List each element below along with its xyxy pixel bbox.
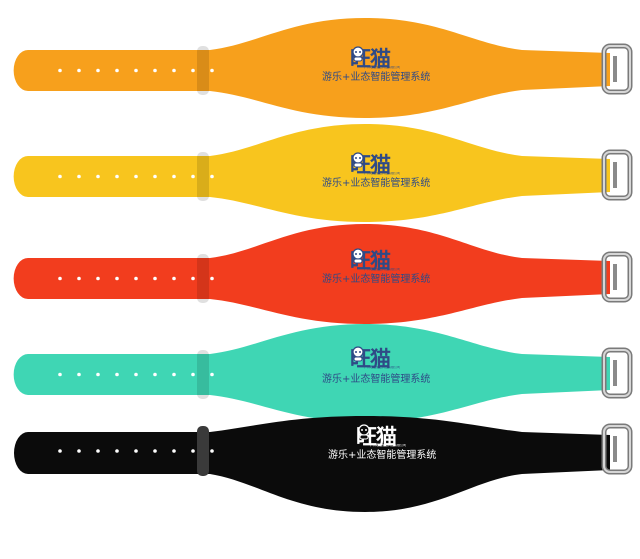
brand-slogan: 游乐+业态智能管理系统 [322,72,431,83]
strap-hole [115,372,119,377]
strap-hole [191,449,195,453]
strap-keeper [197,426,209,476]
strap-hole [58,449,62,453]
strap-hole [172,372,176,377]
brand-logo: 旺猫 [350,248,430,274]
wristband-yellow: 旺猫 广州旺猫信息科技有限公司 游乐+业态智能管理系统 [0,112,640,222]
strap-hole [191,174,195,179]
strap-shape [13,324,611,422]
strap-hole [77,449,81,453]
strap-hole [134,68,138,73]
strap-hole [210,449,214,453]
strap-hole [172,68,176,73]
strap-hole [153,68,157,73]
wristband-black-strap [14,416,633,512]
strap-hole [115,68,119,73]
strap-hole [96,372,100,377]
cat-mascot-icon [352,248,364,264]
strap-hole [58,276,62,281]
strap-hole [96,174,100,179]
brand-subtitle: 广州旺猫信息科技有限公司 [364,172,401,175]
cat-mascot-icon [358,424,370,440]
cat-mascot-icon [352,46,364,62]
strap-hole [115,174,119,179]
strap-hole [210,68,214,73]
brand-logo: 旺猫 [350,346,430,372]
brand-subtitle: 广州旺猫信息科技有限公司 [364,268,401,271]
wristband-yellow-strap [13,124,633,222]
brand-logo: 旺猫 [356,424,436,450]
cat-mascot-icon [352,152,364,168]
strap-hole [115,449,119,453]
strap-hole [58,68,62,73]
brand-slogan: 游乐+业态智能管理系统 [322,374,431,385]
brand-logo: 旺猫 [350,46,430,72]
wristband-teal: 旺猫 广州旺猫信息科技有限公司 游乐+业态智能管理系统 [0,318,640,428]
strap-hole [134,276,138,281]
strap-hole [172,449,176,453]
brand-slogan: 游乐+业态智能管理系统 [328,450,437,461]
strap-hole [210,174,214,179]
brand-slogan: 游乐+业态智能管理系统 [322,274,431,285]
brand-logo: 旺猫 [350,152,430,178]
strap-shape [14,416,610,512]
strap-keeper [197,350,209,399]
brand-slogan: 游乐+业态智能管理系统 [322,178,431,189]
wristband-teal-strap [13,324,633,422]
strap-hole [172,276,176,281]
strap-hole [191,276,195,281]
strap-hole [153,174,157,179]
strap-keeper [197,152,209,201]
strap-hole [210,372,214,377]
strap-hole [191,68,195,73]
strap-hole [96,276,100,281]
strap-hole [58,372,62,377]
strap-shape [13,224,610,324]
strap-hole [172,174,176,179]
strap-hole [58,174,62,179]
strap-hole [210,276,214,281]
strap-hole [191,372,195,377]
brand-subtitle: 广州旺猫信息科技有限公司 [370,444,407,447]
strap-hole [77,372,81,377]
strap-hole [134,449,138,453]
brand-subtitle: 广州旺猫信息科技有限公司 [364,366,401,369]
wristband-red-strap [13,224,633,324]
wristband-orange-strap [13,18,633,118]
strap-shape [13,18,610,118]
wristband-orange: 旺猫 广州旺猫信息科技有限公司 游乐+业态智能管理系统 [0,8,640,118]
wristband-red: 旺猫 广州旺猫信息科技有限公司 游乐+业态智能管理系统 [0,216,640,326]
strap-hole [77,174,81,179]
strap-shape [13,124,610,222]
strap-hole [153,372,157,377]
cat-mascot-icon [352,346,364,362]
wristband-black: 旺猫 广州旺猫信息科技有限公司 游乐+业态智能管理系统 [0,410,640,520]
strap-hole [77,68,81,73]
strap-hole [153,276,157,281]
brand-subtitle: 广州旺猫信息科技有限公司 [364,66,401,69]
strap-hole [115,276,119,281]
strap-hole [153,449,157,453]
strap-keeper [197,46,209,95]
strap-hole [134,372,138,377]
strap-hole [96,449,100,453]
strap-hole [134,174,138,179]
strap-hole [77,276,81,281]
strap-keeper [197,254,209,303]
strap-hole [96,68,100,73]
